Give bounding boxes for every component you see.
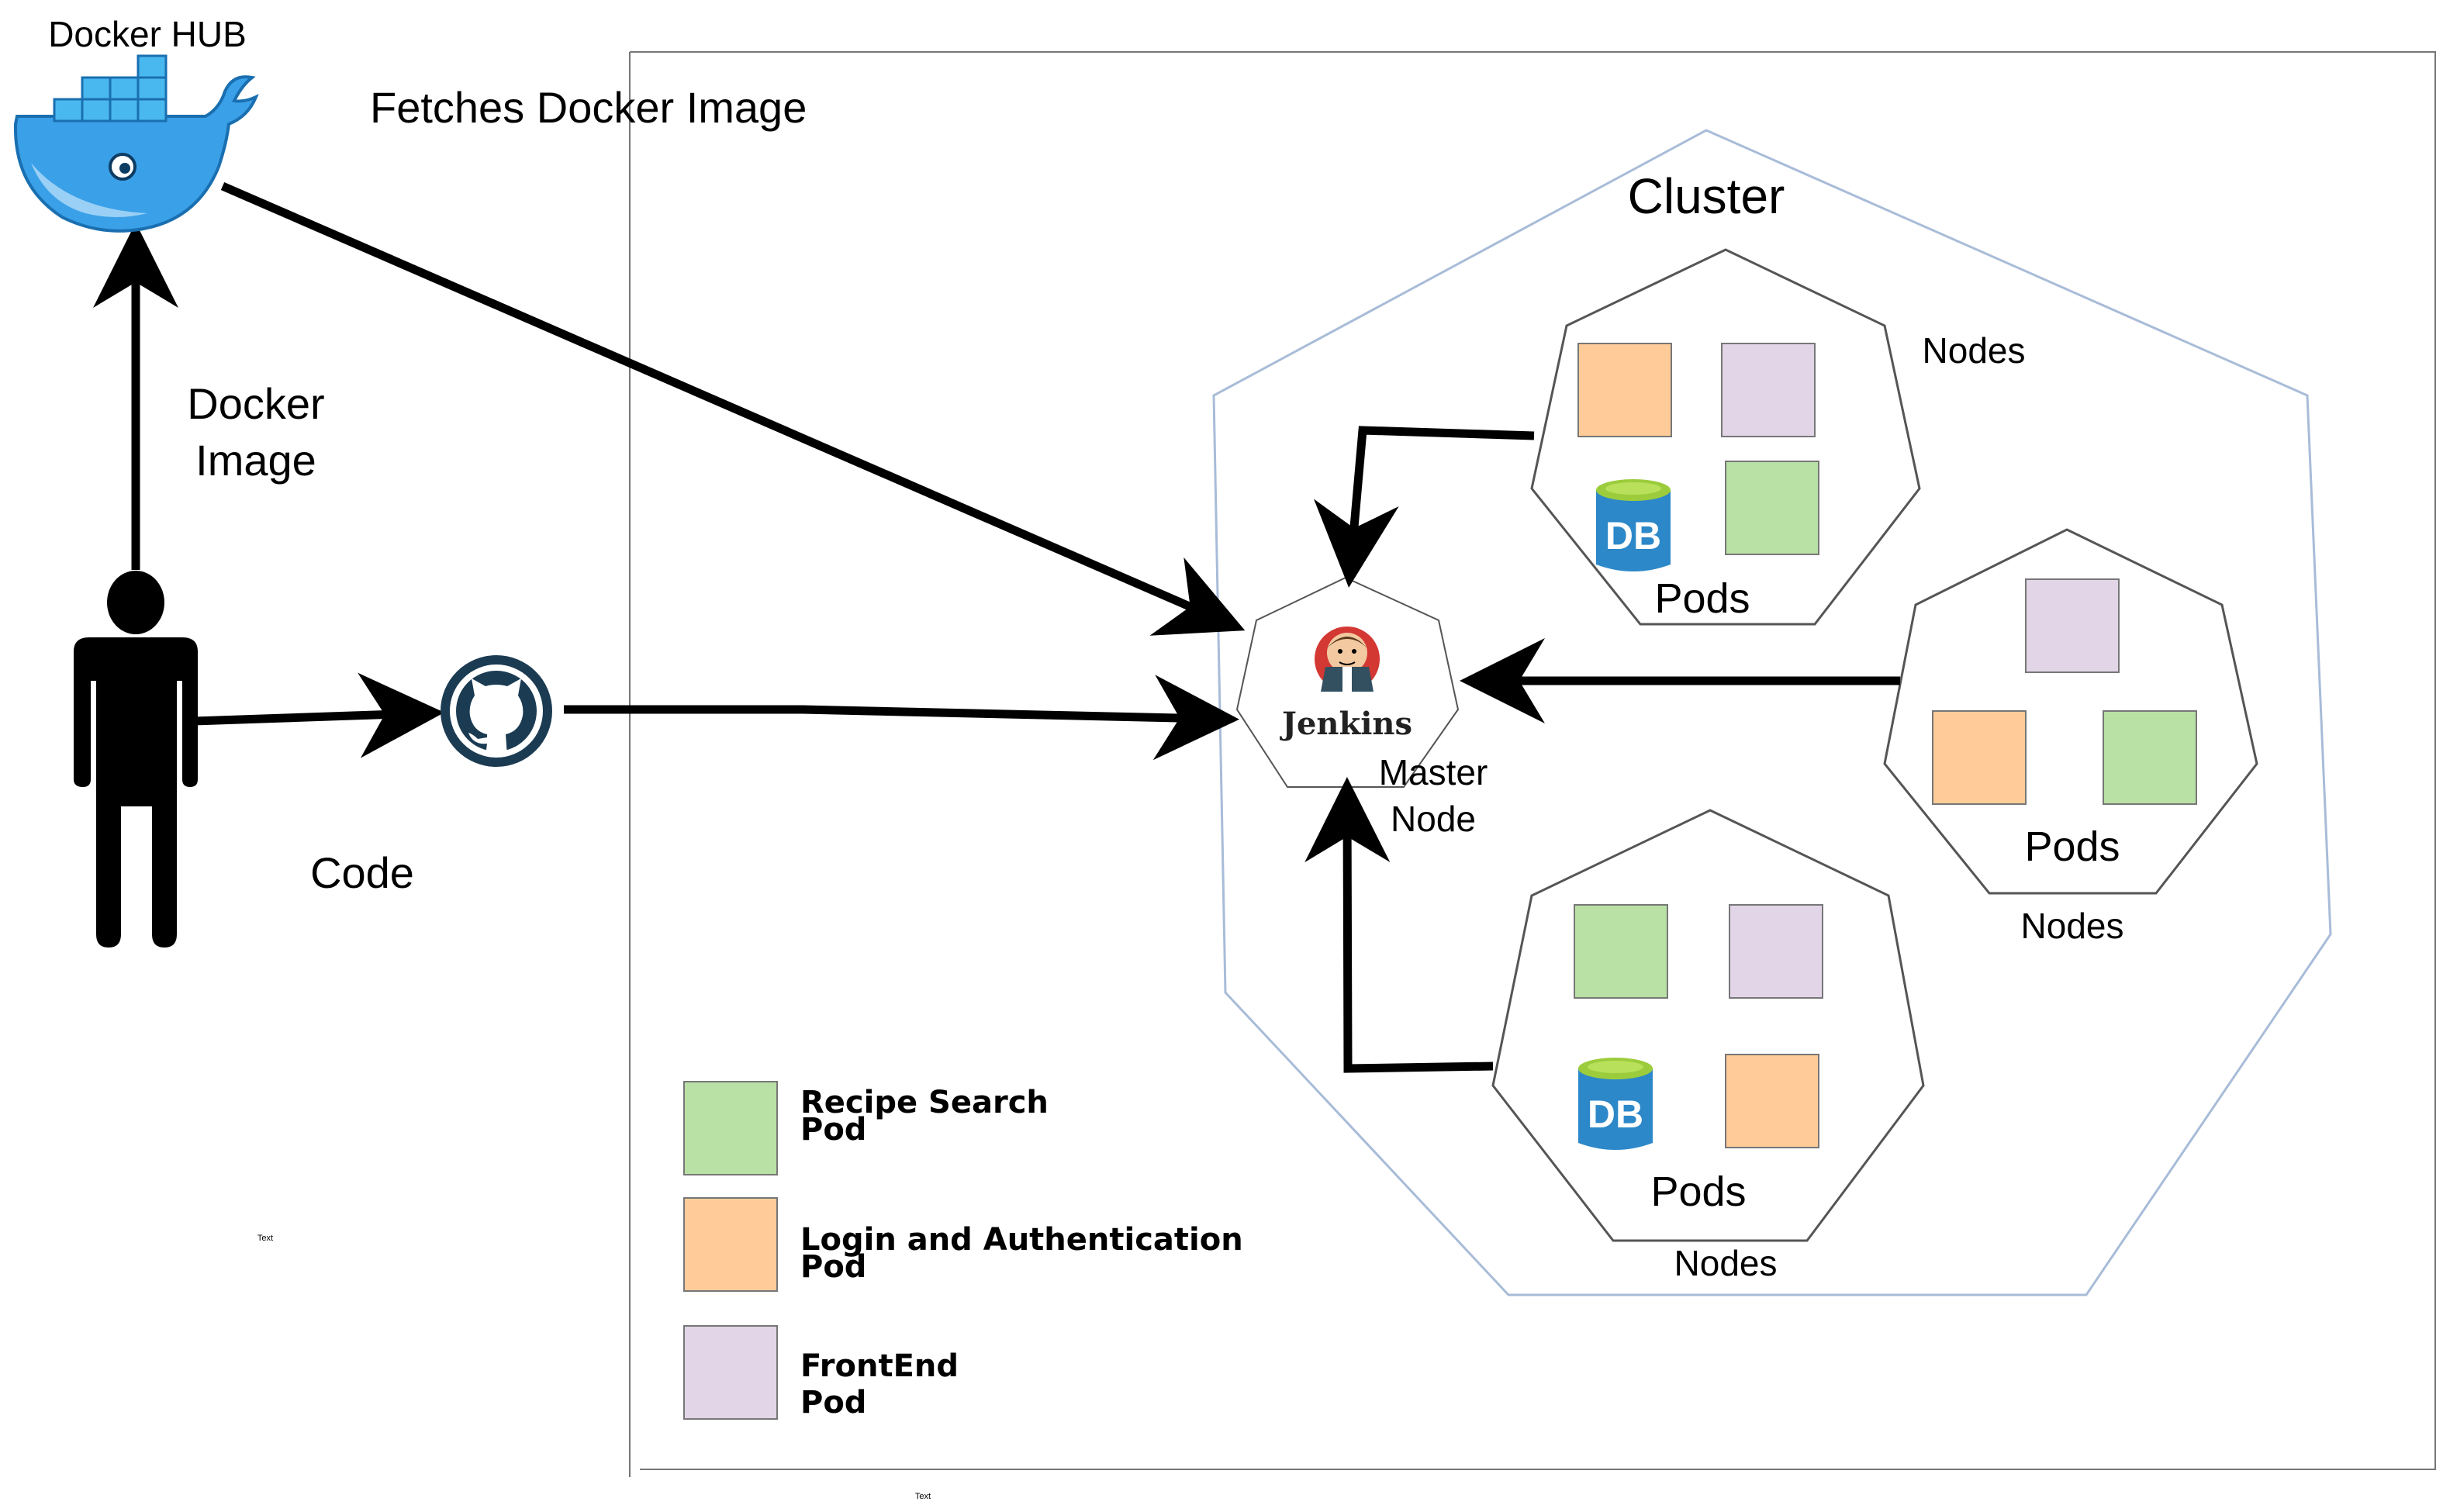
legend-login-line1: Login and Authentication	[800, 1222, 1243, 1258]
cluster-heptagon	[1212, 129, 2332, 1296]
nodes-label-bottom: Nodes	[1674, 1243, 1778, 1283]
person-icon	[74, 571, 198, 948]
docker-hub-label: Docker HUB	[48, 14, 247, 54]
pod-frontend	[1729, 904, 1823, 999]
legend-login-line2: Pod	[800, 1249, 866, 1285]
svg-text:DB: DB	[1588, 1093, 1643, 1136]
legend: Recipe Search Pod Login and Authenticati…	[683, 1081, 1243, 1421]
legend-swatch-recipe	[683, 1081, 778, 1175]
pods-label-top: Pods	[1654, 575, 1750, 622]
arrow-top-node-to-master	[1313, 426, 1535, 588]
svg-text:DB: DB	[1605, 514, 1661, 558]
legend-frontend-line2: Pod	[800, 1385, 866, 1421]
docker-image-label-line2: Image	[195, 436, 316, 485]
legend-frontend-line1: FrontEnd	[800, 1348, 959, 1384]
pod-recipe	[2103, 710, 2197, 805]
jenkins-icon	[1315, 627, 1380, 692]
legend-recipe-line2: Pod	[800, 1112, 866, 1148]
pod-recipe	[1725, 461, 1819, 555]
db-icon: DB	[1596, 479, 1671, 571]
docker-image-label-line1: Docker	[187, 379, 324, 428]
cluster-label: Cluster	[1628, 168, 1785, 224]
code-label: Code	[310, 848, 414, 897]
master-label-line2: Node	[1391, 799, 1476, 839]
pod-login	[1932, 710, 2027, 805]
db-icon: DB	[1578, 1058, 1653, 1150]
docker-whale-icon	[13, 54, 259, 233]
pod-frontend	[1721, 343, 1816, 437]
pod-login	[1577, 343, 1672, 437]
nodes-label-right: Nodes	[2021, 906, 2124, 946]
legend-recipe-line1: Recipe Search	[800, 1085, 1049, 1120]
legend-swatch-frontend	[683, 1325, 778, 1420]
arrow-dockerhub-to-master	[220, 181, 1246, 636]
arrow-github-to-master	[564, 675, 1239, 761]
pod-login	[1725, 1054, 1819, 1148]
pods-label-bottom: Pods	[1650, 1169, 1746, 1215]
arrow-person-to-github	[193, 672, 444, 758]
placeholder-text-2: Text	[915, 1492, 931, 1501]
arrow-bottom-node-to-master	[1304, 777, 1494, 1073]
master-label-line1: Master	[1379, 752, 1488, 792]
nodes-label-top: Nodes	[1923, 330, 2026, 371]
pod-recipe	[1574, 904, 1668, 999]
github-icon	[441, 655, 552, 767]
jenkins-label: Jenkins	[1280, 706, 1412, 742]
pods-label-right: Pods	[2024, 823, 2120, 870]
outer-frame	[629, 51, 2436, 1477]
fetches-label: Fetches Docker Image	[370, 83, 807, 132]
legend-swatch-login	[683, 1197, 778, 1292]
placeholder-text-1: Text	[257, 1234, 273, 1243]
pod-frontend	[2025, 578, 2120, 673]
